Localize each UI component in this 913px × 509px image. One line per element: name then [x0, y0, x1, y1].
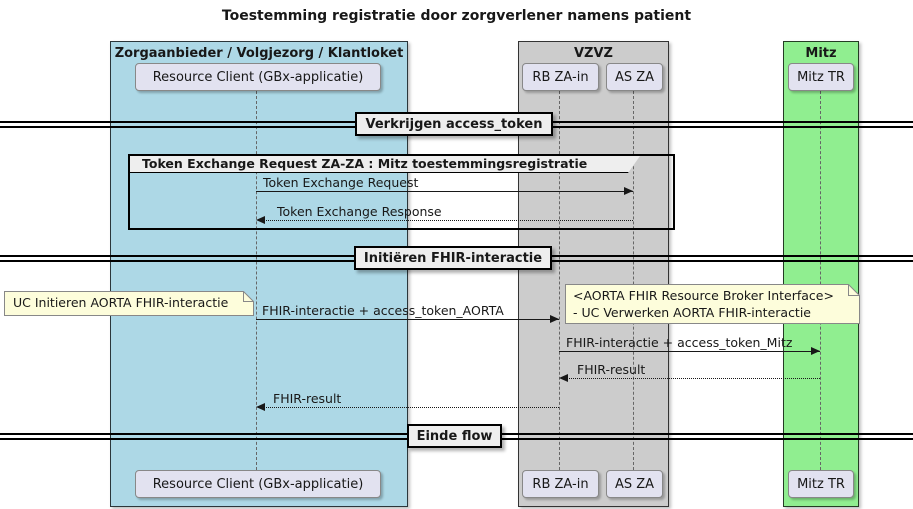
note-shape	[565, 284, 860, 324]
group-frame-header: Token Exchange Request ZA-ZA : Mitz toes…	[130, 156, 640, 173]
arrowhead-left-icon	[559, 374, 568, 382]
actor-box-mitz: Mitz	[783, 41, 859, 507]
note-uc-initieren-aorta: UC Initieren AORTA FHIR-interactie	[4, 291, 254, 320]
message-line	[559, 351, 820, 352]
message-token-exchange-response: Token Exchange Response	[277, 204, 442, 219]
note-aorta-fhir-broker: <AORTA FHIR Resource Broker Interface> -…	[565, 284, 860, 328]
actor-box-vzvz-label: VZVZ	[574, 46, 613, 61]
message-fhir-result-rb: FHIR-result	[273, 391, 342, 406]
arrowhead-right-icon	[624, 187, 633, 195]
participant-rb-za-in-top: RB ZA-in	[522, 63, 599, 91]
participant-resource-client-top: Resource Client (GBx-applicatie)	[135, 63, 381, 91]
lifeline-resource-client	[256, 91, 257, 470]
lifeline-mitz-tr	[820, 91, 821, 470]
message-token-exchange-request: Token Exchange Request	[263, 175, 419, 190]
actor-box-zorgaanbieder-label: Zorgaanbieder / Volgjezorg / Klantloket	[114, 46, 404, 61]
message-fhir-result-mitz: FHIR-result	[577, 362, 646, 377]
note-shape	[4, 291, 254, 316]
arrowhead-right-icon	[550, 315, 559, 323]
participant-as-za-bottom: AS ZA	[606, 470, 663, 498]
message-line	[256, 191, 633, 192]
lifeline-as-za	[633, 91, 634, 470]
message-line	[256, 319, 559, 320]
message-fhir-interactie-aorta: FHIR-interactie + access_token_AORTA	[262, 303, 504, 318]
divider-initieren-fhir-interactie: Initiëren FHIR-interactie	[354, 246, 552, 270]
diagram-title: Toestemming registratie door zorgverlene…	[221, 8, 692, 24]
divider-verkrijgen-access-token: Verkrijgen access_token	[355, 112, 553, 136]
participant-as-za-top: AS ZA	[606, 63, 663, 91]
actor-box-mitz-label: Mitz	[805, 46, 837, 61]
message-line	[259, 220, 633, 221]
participant-mitz-tr-bottom: Mitz TR	[788, 470, 854, 498]
lifeline-rb-za-in	[559, 91, 560, 470]
participant-rb-za-in-bottom: RB ZA-in	[522, 470, 599, 498]
arrowhead-right-icon	[811, 347, 820, 355]
message-line	[259, 407, 559, 408]
arrowhead-left-icon	[256, 403, 265, 411]
divider-einde-flow: Einde flow	[407, 424, 502, 448]
participant-mitz-tr-top: Mitz TR	[788, 63, 854, 91]
message-line	[562, 378, 820, 379]
message-fhir-interactie-mitz: FHIR-interactie + access_token_Mitz	[566, 335, 793, 350]
group-frame-token-exchange: Token Exchange Request ZA-ZA : Mitz toes…	[128, 154, 675, 230]
participant-resource-client-bottom: Resource Client (GBx-applicatie)	[135, 470, 381, 498]
arrowhead-left-icon	[256, 216, 265, 224]
